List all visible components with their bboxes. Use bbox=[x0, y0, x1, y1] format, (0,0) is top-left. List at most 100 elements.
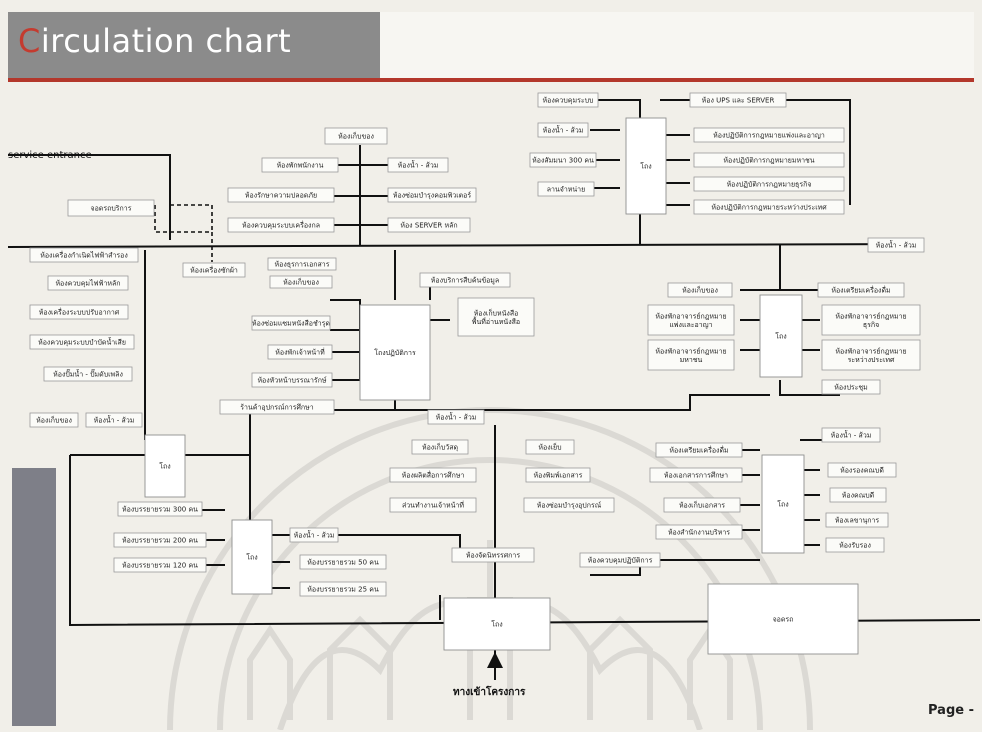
room-electrical: ห้องควบคุมไฟฟ้าหลัก bbox=[47, 275, 129, 291]
room-box bbox=[821, 427, 881, 443]
room-registrar: ห้องจัดนิทรรศการ bbox=[451, 547, 535, 563]
room-label: ห้องน้ำ - ส้วม bbox=[398, 159, 439, 170]
room-meeting: ห้องประชุม bbox=[821, 379, 881, 395]
room-label: ห้องเก็บวัสดุ bbox=[422, 443, 458, 452]
room-box bbox=[693, 127, 845, 143]
room-label: ห้อง UPS และ SERVER bbox=[702, 97, 775, 105]
room-label: ห้องควบคุมระบบเครื่องกล bbox=[242, 221, 320, 230]
room-box bbox=[867, 237, 925, 253]
room-box bbox=[113, 557, 207, 573]
room-label: ร้านค้าอุปกรณ์การศึกษา bbox=[240, 403, 313, 412]
room-label: โถง bbox=[491, 620, 502, 629]
room-doc-center: ห้องเอกสารการศึกษา bbox=[649, 467, 743, 483]
room-label: ห้องควบคุมระบบบำบัดน้ำเสีย bbox=[38, 336, 126, 347]
title-initial: C bbox=[18, 22, 41, 60]
project-entrance-label: ทางเข้าโครงการ bbox=[453, 685, 526, 698]
room-toilet-top: ห้องน้ำ - ส้วม bbox=[537, 122, 589, 138]
room-label: แพ่งและอาญา bbox=[669, 321, 712, 329]
room-label: ห้องน้ำ - ส้วม bbox=[94, 414, 135, 425]
room-box bbox=[829, 487, 887, 503]
room-parking: จอดรถ bbox=[707, 583, 859, 655]
room-label: ห้องพักเจ้าหน้าที่ bbox=[275, 348, 325, 357]
room-box bbox=[324, 127, 388, 145]
room-box bbox=[825, 512, 889, 528]
room-drink-r: ห้องเตรียมเครื่องดื่ม bbox=[655, 442, 743, 458]
room-label: ห้องธุรการเอกสาร bbox=[275, 261, 330, 269]
room-label: ห้องเตรียมเครื่องดื่ม bbox=[831, 286, 890, 295]
room-box bbox=[227, 217, 335, 233]
room-legal-civil: ห้องปฏิบัติการกฎหมายแพ่งและอาญา bbox=[693, 127, 845, 143]
room-box bbox=[689, 92, 787, 108]
room-prof-business: ห้องพักอาจารย์กฎหมายธุรกิจ bbox=[821, 304, 921, 336]
room-label: ห้องควบคุมปฏิบัติการ bbox=[588, 557, 653, 565]
room-box bbox=[289, 527, 339, 543]
room-office-dean: ห้องรองคณบดี bbox=[827, 462, 897, 478]
room-label: ห้องเลขานุการ bbox=[835, 517, 880, 525]
room-control-top: ห้องควบคุมระบบ bbox=[537, 92, 599, 108]
room-box bbox=[419, 272, 511, 288]
room-water-tank: ห้องปั๊มน้ำ - ปั๊มดับเพลิง bbox=[43, 366, 133, 382]
room-box bbox=[117, 501, 203, 517]
room-label: ห้องควบคุมไฟฟ้าหลัก bbox=[55, 279, 120, 288]
room-box bbox=[693, 199, 845, 215]
room-storage-doc: ห้องเก็บเอกสาร bbox=[663, 497, 741, 513]
room-label: ห้องเก็บหนังสือ bbox=[474, 308, 519, 317]
room-box bbox=[387, 157, 449, 173]
room-label: ห้องพักพนักงาน bbox=[277, 162, 324, 170]
room-box bbox=[267, 257, 337, 271]
room-label: ห้องปฏิบัติการกฎหมายแพ่งและอาญา bbox=[713, 132, 825, 140]
room-label: โถง bbox=[246, 553, 257, 562]
room-box bbox=[759, 294, 803, 378]
room-label: โถง bbox=[775, 332, 786, 341]
room-toilet-right: ห้องน้ำ - ส้วม bbox=[821, 427, 881, 443]
title-rest: irculation chart bbox=[40, 22, 292, 60]
room-lecture50: ห้องบรรยายรวม 50 คน bbox=[299, 554, 387, 570]
room-box bbox=[29, 247, 139, 263]
room-label: ห้องเก็บเอกสาร bbox=[679, 501, 725, 510]
room-label: ห้องรองคณบดี bbox=[840, 467, 884, 475]
room-security: ห้องรักษาความปลอดภัย bbox=[227, 187, 335, 203]
room-box bbox=[451, 547, 535, 563]
room-box bbox=[29, 412, 79, 428]
room-hall-left: โถง bbox=[144, 434, 186, 498]
room-label: ห้องบริการสืบค้นข้อมูล bbox=[431, 277, 499, 285]
room-box bbox=[251, 372, 333, 388]
room-audio-visual: ห้องผลิตสื่อการศึกษา bbox=[389, 467, 477, 483]
room-box bbox=[359, 304, 431, 401]
room-toilet-left: ห้องน้ำ - ส้วม bbox=[85, 412, 143, 428]
room-staff-rest: ห้องพักพนักงาน bbox=[261, 157, 339, 173]
room-label: ห้องเตรียมเครื่องดื่ม bbox=[669, 446, 728, 455]
title-band bbox=[8, 12, 380, 78]
room-seminar300: ห้องสัมมนา 300 คน bbox=[529, 152, 597, 168]
room-box bbox=[655, 442, 743, 458]
room-box bbox=[219, 399, 335, 415]
room-label: ห้องเครื่องระบบปรับอากาศ bbox=[39, 308, 120, 317]
room-box bbox=[649, 467, 743, 483]
room-hall-top: โถง bbox=[625, 117, 667, 215]
room-label: ห้องหัวหน้าบรรณารักษ์ bbox=[257, 377, 326, 385]
room-label: ห้องประชุม bbox=[834, 384, 868, 392]
room-label: ลานจำหน่าย bbox=[547, 186, 585, 194]
room-label: ห้องบรรยายรวม 50 คน bbox=[307, 559, 379, 567]
room-legal-intl: ห้องปฏิบัติการกฎหมายระหว่างประเทศ bbox=[693, 199, 845, 215]
room-box bbox=[387, 187, 477, 203]
room-box bbox=[411, 439, 469, 455]
room-label: ห้องปฏิบัติการกฎหมายระหว่างประเทศ bbox=[711, 204, 827, 212]
room-box bbox=[387, 217, 471, 233]
room-cafe: ห้องเย็บ bbox=[525, 439, 575, 455]
room-box bbox=[523, 497, 615, 513]
room-main-hall: โถง bbox=[443, 597, 551, 651]
room-label: มหาชน bbox=[680, 356, 703, 364]
room-label: จอดรถ bbox=[773, 616, 794, 624]
room-storage-top: ห้องเก็บของ bbox=[324, 127, 388, 145]
room-label: ห้องน้ำ - ส้วม bbox=[436, 411, 477, 422]
room-label: ห้องบรรยายรวม 120 คน bbox=[122, 562, 198, 570]
room-box bbox=[707, 583, 859, 655]
page-number-label: Page - bbox=[928, 703, 974, 718]
room-label: ห้องพักอาจารย์กฎหมาย bbox=[655, 347, 726, 355]
room-maint-room: ห้องซ่อมบำรุงคอมพิวเตอร์ bbox=[387, 187, 477, 203]
room-box bbox=[113, 532, 207, 548]
room-label: โถง bbox=[159, 462, 170, 471]
room-label: ห้องเอกสารการศึกษา bbox=[664, 471, 728, 480]
